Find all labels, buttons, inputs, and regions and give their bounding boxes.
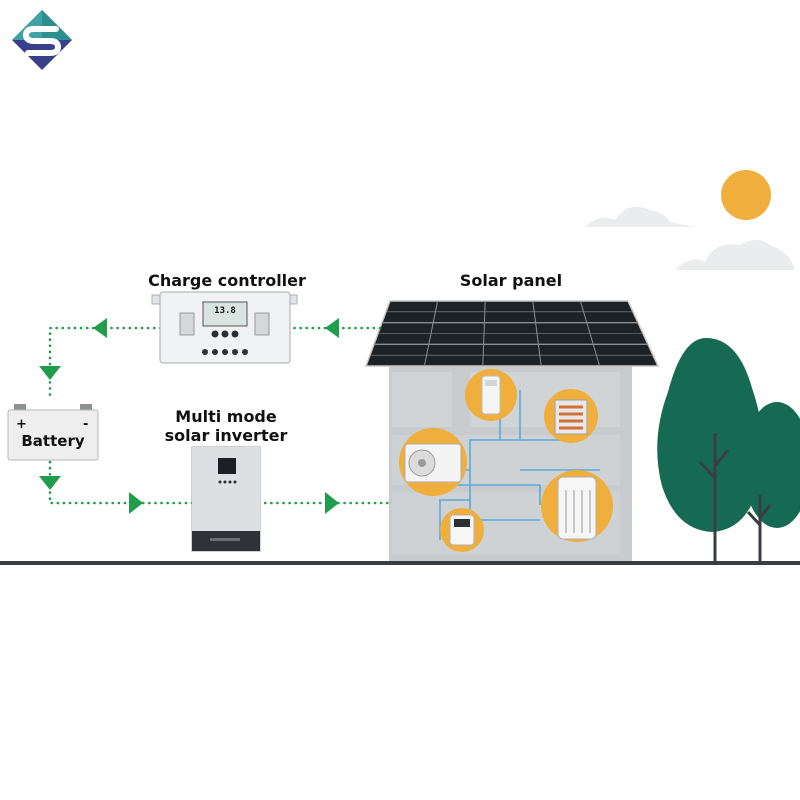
sun-icon — [721, 170, 771, 220]
battery-label: Battery — [21, 432, 84, 450]
remote-control-icon — [465, 369, 517, 421]
inverter-label-line2: solar inverter — [165, 426, 288, 445]
logo-icon — [12, 10, 72, 70]
cloud-icon — [585, 206, 795, 270]
battery-minus-label: - — [83, 417, 88, 432]
arrow-icon — [39, 318, 339, 514]
battery-icon — [7, 404, 99, 461]
inverter-icon — [191, 446, 261, 552]
ground-line — [0, 561, 800, 565]
heater-icon — [544, 389, 598, 443]
solar-panel-icon — [364, 300, 660, 367]
solar-panel-label: Solar panel — [460, 271, 562, 290]
charge-controller-label: Charge controller — [148, 271, 306, 290]
battery-plus-label: + — [16, 417, 27, 432]
charge-controller-icon — [151, 291, 298, 364]
air-conditioner-icon — [399, 428, 467, 496]
oil-radiator-icon — [541, 470, 613, 542]
tree-icon — [657, 338, 800, 563]
inverter-label-line1: Multi mode — [175, 407, 277, 426]
controller-display-value: 13.8 — [214, 306, 236, 316]
thermostat-icon — [440, 508, 484, 552]
